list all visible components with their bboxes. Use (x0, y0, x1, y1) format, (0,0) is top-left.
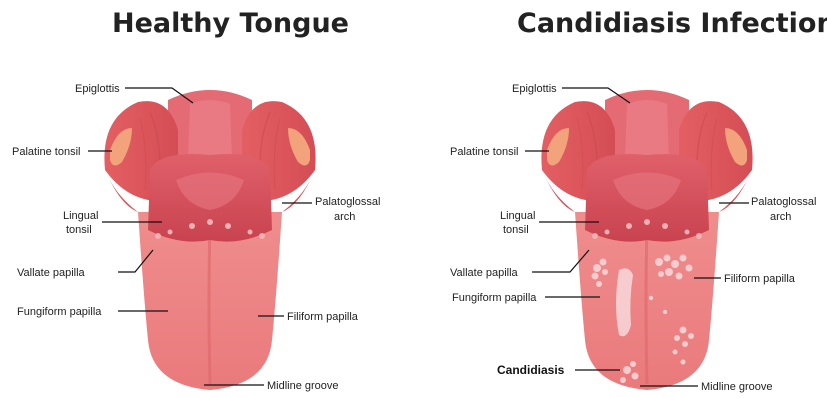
infected-tongue-illustration (541, 90, 752, 390)
label-filiform-papilla-2: Filiform papilla (724, 273, 796, 285)
label-fungiform-papilla: Fungiform papilla (17, 306, 102, 318)
label-palatoglossal-2: arch (334, 211, 355, 223)
label-fungiform-papilla-2: Fungiform papilla (452, 292, 537, 304)
label-palatine-tonsil: Palatine tonsil (12, 146, 81, 158)
label-lingual-tonsil-2b: tonsil (503, 224, 529, 236)
label-midline-groove: Midline groove (267, 380, 339, 392)
label-palatoglossal-2b: arch (770, 211, 791, 223)
label-epiglottis: Epiglottis (75, 83, 120, 95)
label-vallate-papilla-2: Vallate papilla (450, 267, 519, 279)
label-vallate-papilla: Vallate papilla (17, 267, 86, 279)
label-midline-groove-2: Midline groove (701, 381, 773, 393)
label-palatine-tonsil-2: Palatine tonsil (450, 146, 519, 158)
label-epiglottis-2: Epiglottis (512, 83, 557, 95)
label-candidiasis: Candidiasis (497, 363, 565, 377)
label-palatoglossal-2a: Palatoglossal (751, 196, 816, 208)
healthy-tongue-illustration (104, 90, 315, 390)
label-filiform-papilla: Filiform papilla (287, 311, 359, 323)
label-lingual-tonsil-2a: Lingual (500, 210, 535, 222)
label-palatoglossal-1: Palatoglossal (315, 196, 380, 208)
label-lingual-tonsil-1: Lingual (63, 210, 98, 222)
label-lingual-tonsil-2: tonsil (66, 224, 92, 236)
